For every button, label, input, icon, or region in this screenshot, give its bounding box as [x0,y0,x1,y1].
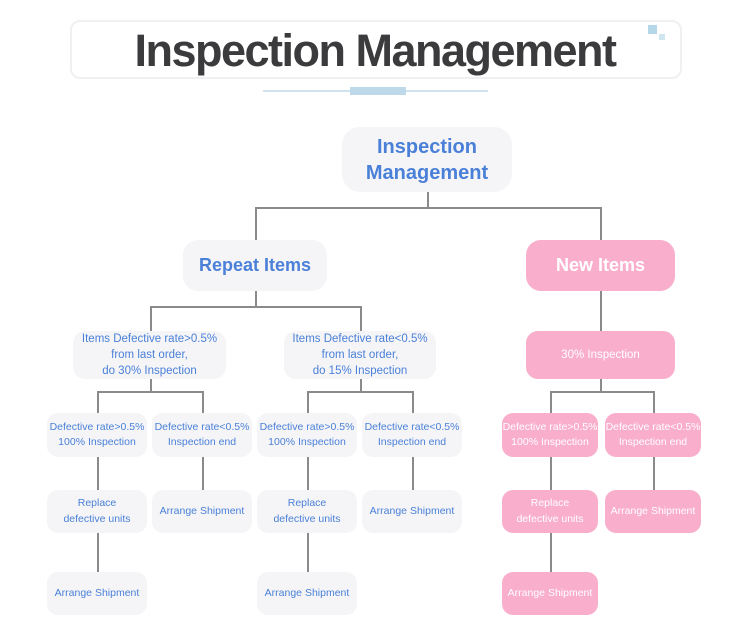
node-repeat-high-replace: Replace defective units [47,490,147,533]
connector-line [412,457,414,490]
node-new-final-ship: Arrange Shipment [502,572,598,615]
node-repeat-high-defective: Defective rate>0.5% 100% Inspection [47,413,147,457]
connector-line [202,457,204,490]
node-repeat-high-pass: Defective rate<0.5% Inspection end [152,413,252,457]
connector-line [427,192,429,208]
connector-line [600,207,602,240]
connector-line [550,391,654,393]
node-repeat-high-final-ship: Arrange Shipment [47,572,147,615]
connector-line [360,306,362,331]
node-repeat-low-final-ship: Arrange Shipment [257,572,357,615]
connector-line [550,457,552,490]
connector-line [307,391,309,413]
node-repeat-high-ship: Arrange Shipment [152,490,252,533]
node-inspection-management: Inspection Management [342,127,512,192]
connector-line [255,291,257,307]
node-repeat-high-rate: Items Defective rate>0.5% from last orde… [73,331,226,379]
connector-line [307,391,413,393]
connector-line [360,379,362,392]
connector-line [255,207,601,209]
node-new-ship: Arrange Shipment [605,490,701,533]
corner-square-small-icon [659,34,665,40]
connector-line [255,207,257,240]
connector-line [307,457,309,490]
connector-line [202,391,204,413]
connector-line [150,379,152,392]
connector-line [550,391,552,413]
connector-line [97,391,203,393]
node-new-defective: Defective rate>0.5% 100% Inspection [502,413,598,457]
connector-line [97,533,99,572]
node-new-pass: Defective rate<0.5% Inspection end [605,413,701,457]
connector-line [600,291,602,331]
connector-line [307,533,309,572]
node-repeat-low-defective: Defective rate>0.5% 100% Inspection [257,413,357,457]
connector-line [150,306,361,308]
connector-line [550,533,552,572]
connector-line [600,379,602,392]
node-repeat-low-replace: Replace defective units [257,490,357,533]
node-new-30-inspection: 30% Inspection [526,331,675,379]
connector-line [412,391,414,413]
page-title: Inspection Management [134,25,617,76]
corner-square-icon [648,25,657,34]
connector-line [653,391,655,413]
node-repeat-items: Repeat Items [183,240,327,291]
node-repeat-low-rate: Items Defective rate<0.5% from last orde… [284,331,436,379]
node-new-items: New Items [526,240,675,291]
node-repeat-low-ship: Arrange Shipment [362,490,462,533]
title-card [70,20,682,79]
node-new-replace: Replace defective units [502,490,598,533]
node-repeat-low-pass: Defective rate<0.5% Inspection end [362,413,462,457]
connector-line [150,306,152,331]
title-underline-accent [350,87,406,95]
connector-line [653,457,655,490]
connector-line [97,391,99,413]
connector-line [97,457,99,490]
